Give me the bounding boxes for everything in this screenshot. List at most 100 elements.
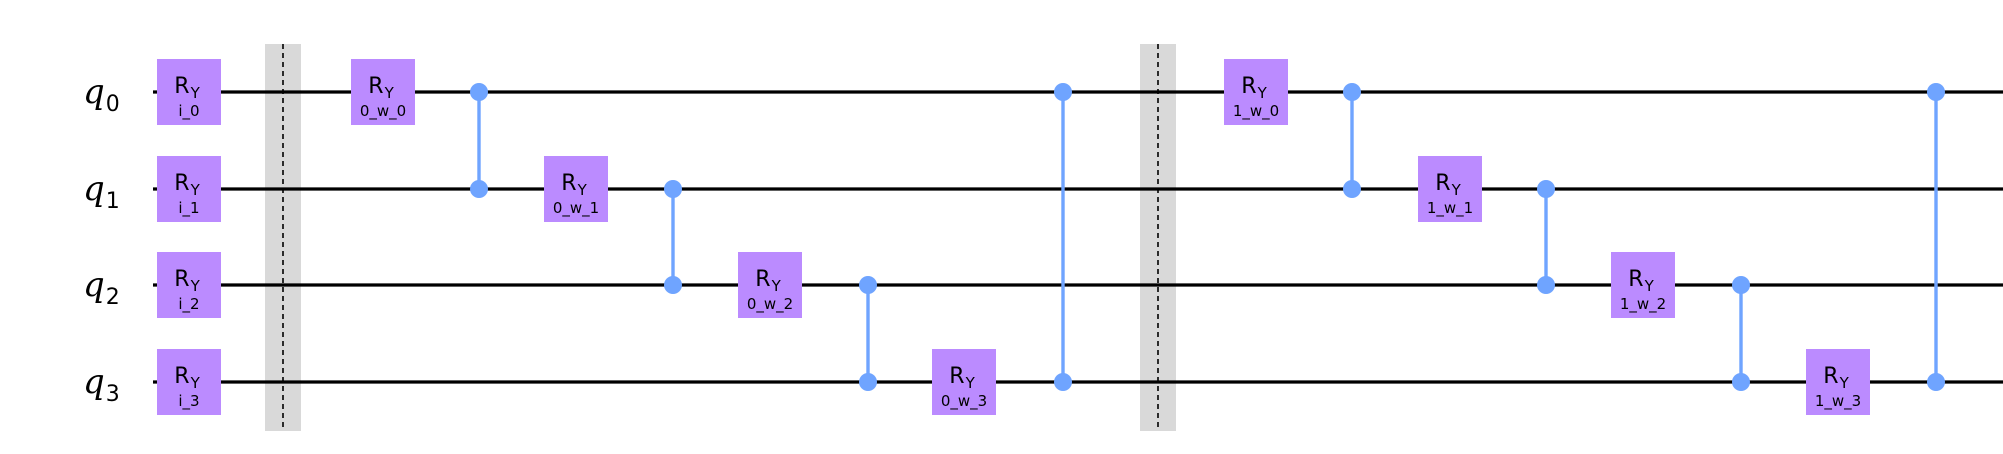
cz-control-dot	[1927, 83, 1945, 101]
cz-control-dot	[1054, 83, 1072, 101]
ry-gate: RY0_w_3	[932, 349, 996, 415]
gate-parameter: i_1	[178, 199, 199, 218]
wires-layer	[153, 90, 2003, 384]
gate-name-subscript: Y	[384, 84, 395, 102]
qubit-label-name: q	[83, 265, 105, 305]
gate-box	[157, 156, 221, 222]
gate-parameter: 1_w_0	[1233, 102, 1279, 121]
qubit-label-index: 3	[106, 382, 120, 407]
gate-name-subscript: Y	[577, 181, 588, 199]
ry-gate: RY1_w_3	[1806, 349, 1870, 415]
gate-name-letter: R	[561, 171, 576, 196]
ry-gate: RY0_w_2	[738, 252, 802, 318]
cz-control-dot	[1732, 276, 1750, 294]
qubit-label-3: q3	[83, 362, 120, 407]
cz-control-dot	[470, 83, 488, 101]
gate-name: RY	[755, 267, 781, 295]
cz-control-dot	[1343, 83, 1361, 101]
cz-control-dot	[1537, 276, 1555, 294]
ry-gate: RYi_2	[157, 252, 221, 318]
gate-name-letter: R	[1823, 364, 1838, 389]
gate-name: RY	[174, 267, 200, 295]
gate-parameter: 0_w_0	[360, 102, 406, 121]
gate-name-subscript: Y	[1451, 181, 1462, 199]
qubit-label-index: 0	[106, 92, 120, 117]
ry-gate: RY1_w_1	[1418, 156, 1482, 222]
gate-name: RY	[174, 171, 200, 199]
gate-parameter: i_2	[178, 295, 199, 314]
gate-name: RY	[1823, 364, 1849, 392]
controlled-z-layer	[470, 83, 1945, 391]
barrier	[265, 44, 301, 431]
gate-name-letter: R	[174, 364, 189, 389]
gate-box	[932, 349, 996, 415]
gate-parameter: 0_w_3	[941, 392, 987, 411]
gate-box	[157, 252, 221, 318]
cz-control-dot	[1537, 180, 1555, 198]
gate-name-subscript: Y	[190, 277, 201, 295]
gate-name-subscript: Y	[771, 277, 782, 295]
gate-name: RY	[174, 74, 200, 102]
qubit-label-name: q	[83, 72, 105, 112]
gate-name-letter: R	[368, 74, 383, 99]
cz-control-dot	[664, 180, 682, 198]
gate-name-letter: R	[1628, 267, 1643, 292]
gate-name-letter: R	[949, 364, 964, 389]
gate-name: RY	[174, 364, 200, 392]
gates-layer: RYi_0RYi_1RYi_2RYi_3RY0_w_0RY0_w_1RY0_w_…	[157, 59, 1870, 415]
barrier	[1140, 44, 1176, 431]
cz-control-dot	[1927, 373, 1945, 391]
ry-gate: RY1_w_0	[1224, 59, 1288, 125]
cz-control-dot	[1343, 180, 1361, 198]
gate-name: RY	[1241, 74, 1267, 102]
qubit-label-index: 1	[106, 189, 120, 214]
gate-box	[544, 156, 608, 222]
qubit-label-2: q2	[83, 265, 120, 310]
gate-box	[1611, 252, 1675, 318]
gate-name-letter: R	[174, 171, 189, 196]
gate-box	[1224, 59, 1288, 125]
qubit-label-name: q	[83, 169, 105, 209]
gate-parameter: 0_w_2	[747, 295, 793, 314]
qubit-label-1: q1	[83, 169, 120, 214]
ry-gate: RY0_w_0	[351, 59, 415, 125]
gate-name-subscript: Y	[965, 374, 976, 392]
gate-parameter: i_3	[178, 392, 199, 411]
cz-control-dot	[664, 276, 682, 294]
cz-control-dot	[1732, 373, 1750, 391]
gate-name: RY	[1435, 171, 1461, 199]
gate-name-letter: R	[1241, 74, 1256, 99]
gate-name-letter: R	[174, 74, 189, 99]
gate-box	[157, 59, 221, 125]
controlled-z-gate	[1927, 83, 1945, 391]
qubit-label-name: q	[83, 362, 105, 402]
gate-name: RY	[561, 171, 587, 199]
qubit-label-index: 2	[106, 285, 120, 310]
gate-name-letter: R	[174, 267, 189, 292]
gate-parameter: 1_w_1	[1427, 199, 1473, 218]
gate-box	[1806, 349, 1870, 415]
gate-name: RY	[368, 74, 394, 102]
cz-control-dot	[859, 373, 877, 391]
gate-name: RY	[1628, 267, 1654, 295]
controlled-z-gate	[859, 276, 877, 391]
gate-name-subscript: Y	[190, 181, 201, 199]
controlled-z-gate	[1343, 83, 1361, 198]
ry-gate: RY1_w_2	[1611, 252, 1675, 318]
gate-name-letter: R	[755, 267, 770, 292]
controlled-z-gate	[1732, 276, 1750, 391]
barriers-layer	[265, 44, 1176, 431]
gate-parameter: i_0	[178, 102, 199, 121]
gate-box	[351, 59, 415, 125]
gate-name-subscript: Y	[1644, 277, 1655, 295]
ry-gate: RYi_0	[157, 59, 221, 125]
gate-name-letter: R	[1435, 171, 1450, 196]
gate-name-subscript: Y	[1839, 374, 1850, 392]
gate-parameter: 1_w_3	[1815, 392, 1861, 411]
gate-name-subscript: Y	[1257, 84, 1268, 102]
gate-name: RY	[949, 364, 975, 392]
gate-parameter: 1_w_2	[1620, 295, 1666, 314]
controlled-z-gate	[1537, 180, 1555, 294]
